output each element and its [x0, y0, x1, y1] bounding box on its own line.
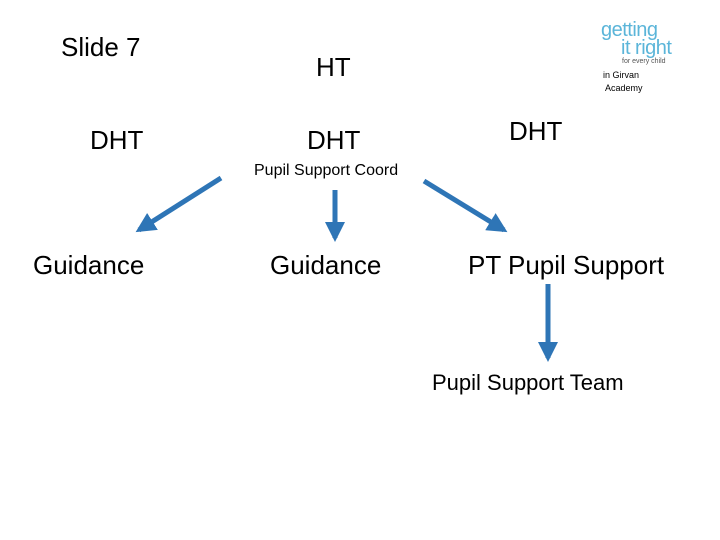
node-dht-right: DHT: [509, 116, 563, 146]
logo-line-1: getting: [601, 19, 658, 41]
node-pupil-support-coord: Pupil Support Coord: [254, 162, 399, 179]
node-dht-center: DHT: [307, 125, 361, 155]
arrow-coord-to-guidance-left: [135, 175, 223, 233]
arrow-coord-to-pt-pupil-support: [422, 178, 508, 233]
node-pt-pupil-support: PT Pupil Support: [468, 250, 665, 280]
logo-location-line-2: Academy: [605, 83, 643, 93]
getting-it-right-logo: getting it right for every child in Girv…: [598, 18, 688, 94]
node-ht: HT: [316, 52, 351, 82]
logo-line-2: it right: [621, 37, 672, 59]
node-guidance-center: Guidance: [270, 250, 382, 280]
node-guidance-left: Guidance: [33, 250, 145, 280]
node-pupil-support-team: Pupil Support Team: [432, 370, 624, 395]
logo-location-line-1: in Girvan: [603, 70, 640, 80]
node-dht-left: DHT: [90, 125, 144, 155]
logo-tagline: for every child: [622, 58, 666, 65]
slide-label: Slide 7: [61, 32, 141, 62]
